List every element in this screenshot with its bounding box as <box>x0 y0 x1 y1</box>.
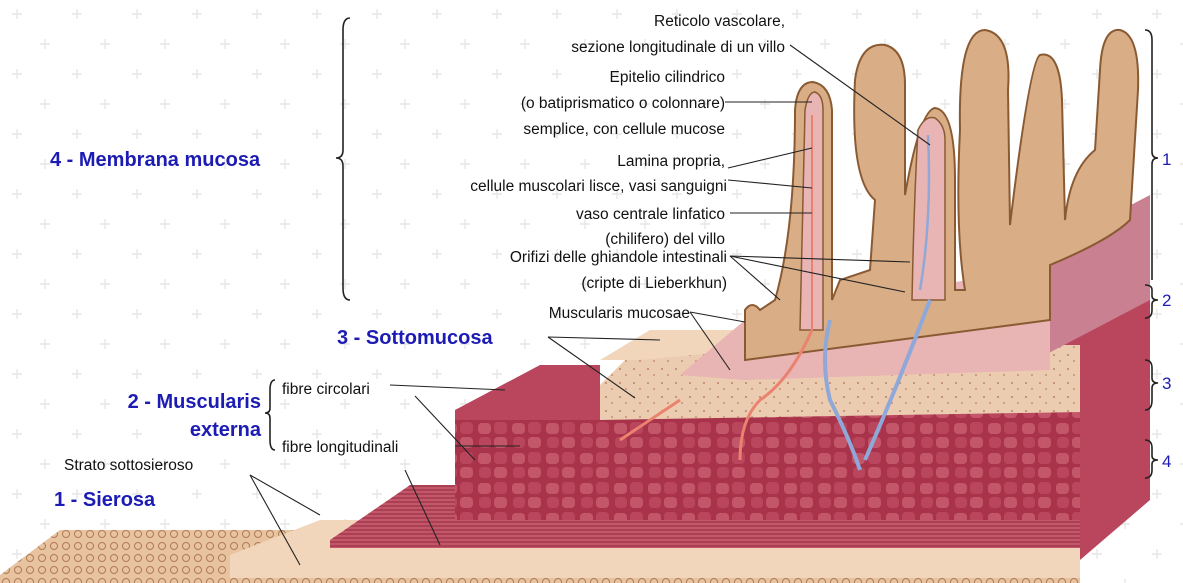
layer-title-mucosa: 4 - Membrana mucosa <box>50 149 261 171</box>
scale-label-3: 3 <box>1162 374 1171 393</box>
label-fibre-circolari: fibre circolari <box>282 381 370 398</box>
label-vaso-line2: (chilifero) del villo <box>605 231 725 248</box>
label-orifizi-line2: (cripte di Lieberkhun) <box>581 275 727 292</box>
scale-label-4: 4 <box>1162 452 1171 471</box>
label-epitelio-line3: semplice, con cellule mucose <box>523 121 725 138</box>
label-reticolo-line1: Reticolo vascolare, <box>654 13 785 30</box>
label-epitelio-line2: (o batiprismatico o colonnare) <box>521 95 725 112</box>
label-lamina-line2: cellule muscolari lisce, vasi sanguigni <box>470 178 727 195</box>
scale-label-2: 2 <box>1162 291 1171 310</box>
label-muscularis-mucosae: Muscularis mucosae <box>549 305 690 322</box>
label-lamina-line1: Lamina propria, <box>617 153 725 170</box>
layer-title-muscularis-line2: externa <box>190 419 262 441</box>
layer-title-muscularis-line1: 2 - Muscularis <box>128 391 261 413</box>
label-reticolo-line2: sezione longitudinale di un villo <box>571 39 785 56</box>
label-strato-sottosieroso: Strato sottosieroso <box>64 457 193 474</box>
circular-muscle-layer <box>455 410 1080 520</box>
layer-title-submucosa: 3 - Sottomucosa <box>337 327 493 349</box>
label-epitelio-line1: Epitelio cilindrico <box>610 69 725 86</box>
label-orifizi-line1: Orifizi delle ghiandole intestinali <box>510 249 727 266</box>
scale-label-1: 1 <box>1162 150 1171 169</box>
layer-title-serosa: 1 - Sierosa <box>54 489 156 511</box>
label-vaso-line1: vaso centrale linfatico <box>576 206 725 223</box>
label-fibre-longitudinali: fibre longitudinali <box>282 439 398 456</box>
